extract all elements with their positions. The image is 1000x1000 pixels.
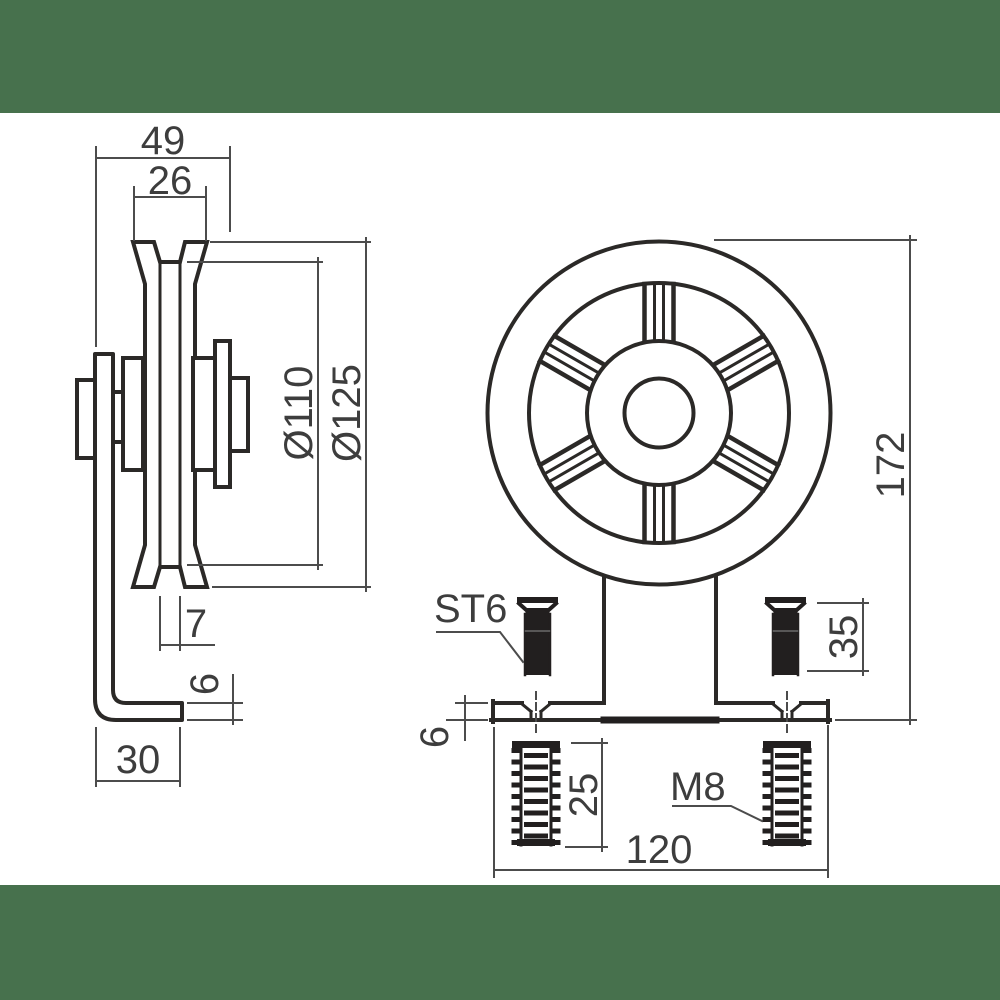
anchor-spec-label: M8: [670, 765, 726, 809]
mounting-plate-edges: [489, 699, 832, 724]
bottom-green-band: [0, 885, 1000, 1000]
dim-screw-length-label: 35: [822, 615, 866, 660]
side-view: 49 26 Ø110 Ø125 7 6 30: [75, 119, 371, 787]
pulley-wheel-front: [485, 239, 833, 587]
top-green-band: [0, 0, 1000, 113]
front-view-dimensions: [436, 235, 917, 878]
dim-leg-length-label: 30: [116, 738, 161, 782]
dim-total-width-label: 49: [141, 119, 186, 163]
fixing-block: [75, 378, 97, 460]
countersunk-screw-right: [764, 597, 807, 677]
hub-right: [191, 356, 217, 472]
dim-bracket-thickness-label: 6: [183, 673, 227, 695]
countersunk-holes: [519, 691, 804, 735]
dim-total-height-label: 172: [869, 432, 913, 499]
hub-left: [121, 356, 145, 472]
wall-anchor-right: [762, 741, 812, 847]
stem: [602, 568, 718, 705]
countersunk-screw-left: [516, 597, 559, 677]
mounting-plate: [493, 703, 828, 720]
dim-plate-thickness-label: 6: [413, 726, 457, 748]
dim-groove-width-label: 7: [185, 602, 207, 646]
m8-leader-line: [672, 805, 764, 823]
pulley-wheel-side: [130, 240, 210, 589]
dim-outer-diameter-label: Ø125: [325, 364, 369, 462]
l-bracket: [93, 352, 184, 722]
st6-leader-line: [436, 631, 525, 664]
wall-anchor-left: [511, 741, 561, 847]
axle-bore: [622, 376, 696, 450]
dim-plate-width-label: 120: [626, 828, 693, 872]
dim-rim-width-label: 26: [148, 159, 193, 203]
hub-disc: [213, 339, 232, 489]
dim-anchor-length-label: 25: [562, 773, 606, 818]
side-view-dimensions: [95, 146, 371, 787]
wheel-spokes: [536, 281, 782, 545]
dim-inner-diameter-label: Ø110: [277, 366, 321, 461]
screw-spec-label: ST6: [434, 587, 507, 631]
axle-block: [228, 376, 250, 453]
front-view: ST6 35 172 6 25 M8 120: [413, 235, 917, 878]
